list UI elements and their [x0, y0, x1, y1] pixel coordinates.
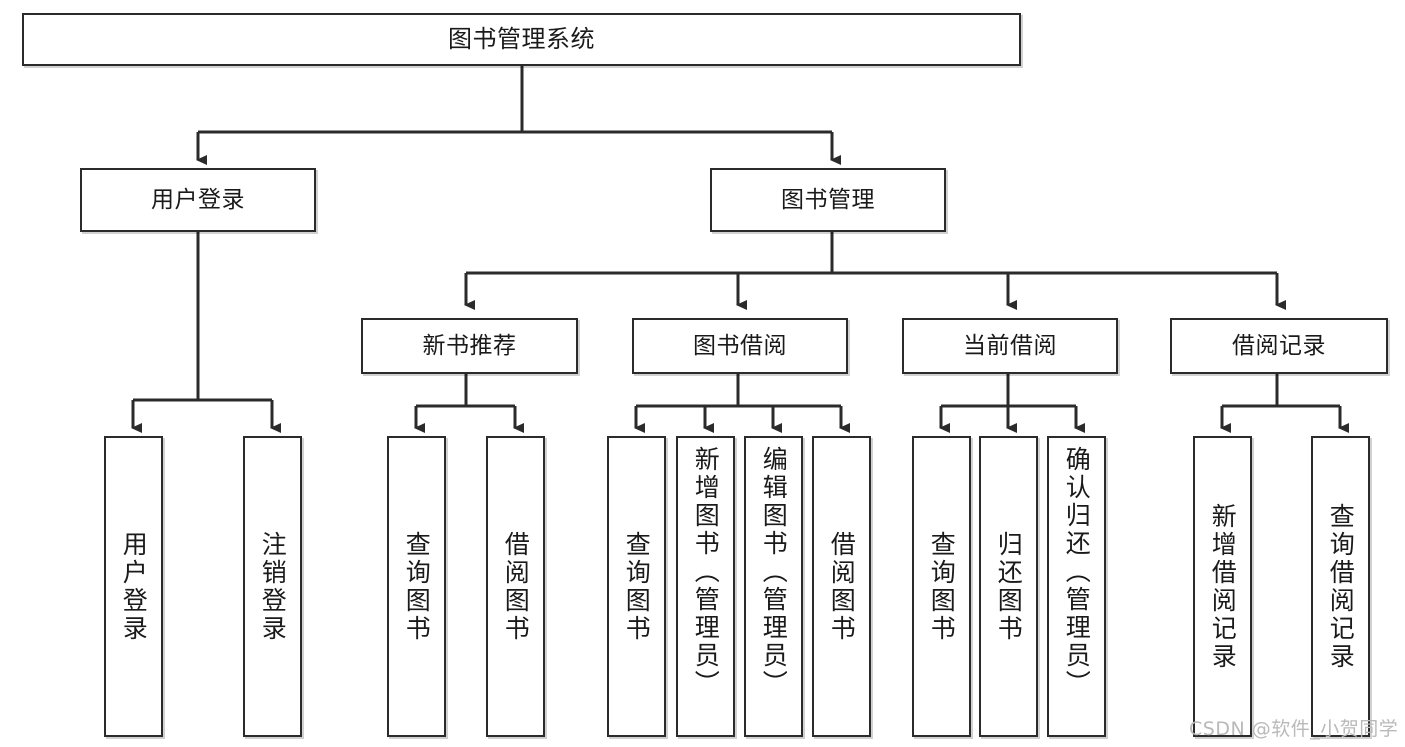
node-leaf-add-borrow-record[interactable]: 新增借阅记录	[1193, 436, 1252, 737]
node-label: 图书管理系统	[448, 24, 595, 53]
node-label: 新增图书（管理员）	[691, 446, 721, 698]
node-book-borrow[interactable]: 图书借阅	[632, 318, 848, 374]
node-leaf-borrow-book[interactable]: 借阅图书	[812, 436, 871, 737]
node-label: 查询图书	[402, 530, 432, 643]
node-label: 用户登录	[119, 530, 149, 643]
node-user-login[interactable]: 用户登录	[80, 168, 316, 232]
node-leaf-query-book-borrow[interactable]: 查询图书	[607, 436, 666, 737]
node-label: 注销登录	[258, 530, 288, 643]
node-label: 借阅记录	[1232, 332, 1326, 359]
node-label: 编辑图书（管理员）	[759, 446, 789, 698]
node-root-book-management-system[interactable]: 图书管理系统	[22, 13, 1021, 66]
node-leaf-add-book-admin[interactable]: 新增图书（管理员）	[676, 436, 735, 737]
node-borrow-record[interactable]: 借阅记录	[1170, 318, 1388, 374]
node-leaf-return-book[interactable]: 归还图书	[979, 436, 1038, 737]
node-label: 归还图书	[994, 530, 1024, 643]
node-label: 确认归还（管理员）	[1062, 446, 1092, 698]
node-label: 查询借阅记录	[1326, 502, 1356, 671]
node-leaf-confirm-return-admin[interactable]: 确认归还（管理员）	[1047, 436, 1106, 737]
node-leaf-logout[interactable]: 注销登录	[243, 436, 302, 737]
node-leaf-query-borrow-record[interactable]: 查询借阅记录	[1311, 436, 1370, 737]
csdn-watermark: CSDN @软件_小贺同学	[1189, 718, 1399, 740]
node-label: 用户登录	[151, 186, 245, 213]
node-new-book-recommend[interactable]: 新书推荐	[361, 318, 578, 374]
node-label: 图书管理	[781, 186, 875, 213]
node-book-management[interactable]: 图书管理	[710, 168, 946, 232]
node-label: 借阅图书	[827, 530, 857, 643]
node-label: 借阅图书	[501, 530, 531, 643]
node-label: 查询图书	[927, 530, 957, 643]
node-leaf-borrow-book-recommend[interactable]: 借阅图书	[486, 436, 545, 737]
node-leaf-query-book-current[interactable]: 查询图书	[912, 436, 971, 737]
node-leaf-query-book-recommend[interactable]: 查询图书	[387, 436, 446, 737]
node-label: 当前借阅	[963, 332, 1057, 359]
node-leaf-user-login[interactable]: 用户登录	[104, 436, 163, 737]
node-current-borrow[interactable]: 当前借阅	[902, 318, 1118, 374]
node-label: 查询图书	[622, 530, 652, 643]
node-leaf-edit-book-admin[interactable]: 编辑图书（管理员）	[744, 436, 803, 737]
node-label: 图书借阅	[693, 332, 787, 359]
node-label: 新增借阅记录	[1208, 502, 1238, 671]
node-label: 新书推荐	[422, 332, 517, 359]
